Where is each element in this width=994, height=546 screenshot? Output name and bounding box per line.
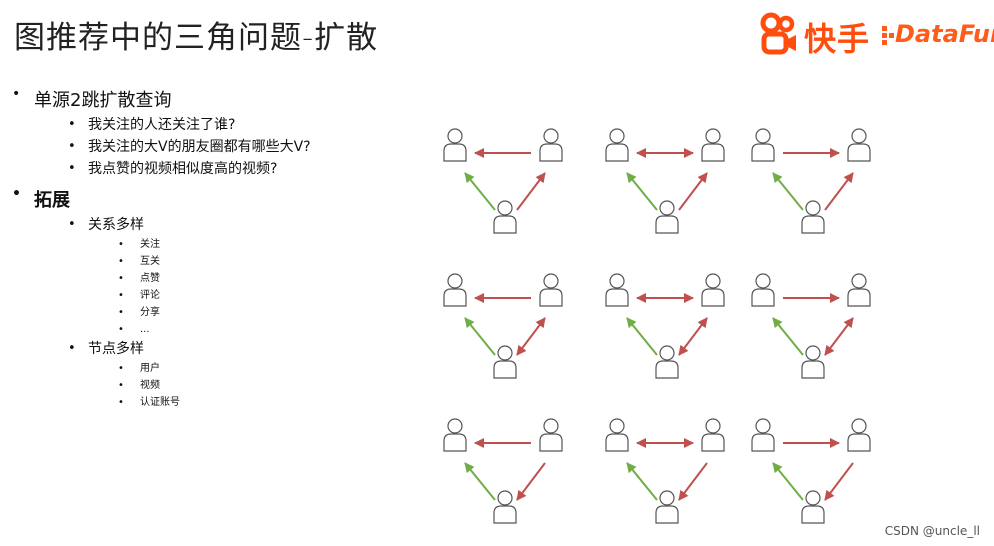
person-icon [847, 273, 871, 307]
outline-item-label: 拓展 [34, 190, 70, 211]
person-icon [751, 418, 775, 452]
relation-arrow [678, 172, 708, 211]
outline-leaf: 评论 [110, 287, 311, 304]
outline-subitem: 关系多样 关注 互关 点赞 评论 分享 ... [54, 214, 311, 338]
relation-arrow [824, 172, 854, 211]
relation-arrow [516, 317, 546, 356]
relation-arrow [824, 462, 854, 501]
triangle-motif [443, 273, 563, 379]
triangle-motif [751, 273, 871, 379]
person-icon [443, 128, 467, 162]
triangle-motif [605, 128, 725, 234]
relation-arrow [464, 317, 496, 356]
outline-leaf: 用户 [110, 360, 311, 377]
triangle-motif [751, 128, 871, 234]
relation-arrow [516, 462, 546, 501]
person-icon [539, 418, 563, 452]
outline-leaf: 关注 [110, 236, 311, 253]
relation-arrow [824, 317, 854, 356]
outline-leaf: 互关 [110, 253, 311, 270]
person-icon [493, 490, 517, 524]
person-icon [443, 273, 467, 307]
relation-arrow [772, 172, 804, 211]
relation-arrow [516, 172, 546, 211]
person-icon [847, 418, 871, 452]
relation-arrow [772, 462, 804, 501]
relation-arrow [626, 462, 658, 501]
triangle-motif [443, 128, 563, 234]
outline-leaf: 视频 [110, 377, 311, 394]
person-icon [539, 128, 563, 162]
outline-item: 单源2跳扩散查询 我关注的人还关注了谁? 我关注的大V的朋友圈都有哪些大V? 我… [10, 86, 311, 180]
outline-item: 拓展 关系多样 关注 互关 点赞 评论 分享 ... 节点多样 [10, 186, 311, 411]
triangle-diagram-grid [443, 128, 871, 524]
logo: 快手 DataFun [758, 12, 994, 58]
triangle-motif [605, 273, 725, 379]
bullet-outline: 单源2跳扩散查询 我关注的人还关注了谁? 我关注的大V的朋友圈都有哪些大V? 我… [10, 84, 311, 411]
kuaishou-logo-icon [760, 12, 796, 55]
person-icon [801, 490, 825, 524]
outline-leaf: 分享 [110, 304, 311, 321]
triangle-motif [605, 418, 725, 524]
outline-leaf: 认证账号 [110, 394, 311, 411]
relation-arrow [464, 172, 496, 211]
relation-arrow [626, 172, 658, 211]
outline-leaf: 点赞 [110, 270, 311, 287]
outline-subitem-label: 节点多样 [88, 341, 144, 357]
outline-subitem: 我点赞的视频相似度高的视频? [54, 158, 311, 180]
relation-arrow [678, 317, 708, 356]
relation-arrow [772, 317, 804, 356]
person-icon [751, 273, 775, 307]
person-icon [655, 490, 679, 524]
person-icon [605, 128, 629, 162]
person-icon [847, 128, 871, 162]
outline-subitem: 节点多样 用户 视频 认证账号 [54, 338, 311, 411]
person-icon [701, 128, 725, 162]
outline-item-label: 单源2跳扩散查询 [34, 90, 172, 111]
outline-subitem: 我关注的人还关注了谁? [54, 114, 311, 136]
person-icon [701, 273, 725, 307]
kuaishou-logo-text: 快手 [804, 20, 871, 58]
datafun-logo-text: DataFun [895, 20, 994, 48]
person-icon [655, 200, 679, 234]
relation-arrow [678, 462, 708, 501]
outline-subitem: 我关注的大V的朋友圈都有哪些大V? [54, 136, 311, 158]
triangle-motif [751, 418, 871, 524]
person-icon [701, 418, 725, 452]
triangle-motif [443, 418, 563, 524]
page-title: 图推荐中的三角问题-扩散 [14, 20, 379, 56]
datafun-logo-icon [882, 26, 894, 45]
person-icon [493, 345, 517, 379]
outline-leaf: ... [110, 321, 311, 338]
watermark: CSDN @uncle_ll [884, 524, 980, 538]
person-icon [801, 345, 825, 379]
person-icon [443, 418, 467, 452]
person-icon [539, 273, 563, 307]
relation-arrow [626, 317, 658, 356]
person-icon [751, 128, 775, 162]
person-icon [493, 200, 517, 234]
outline-subitem-label: 关系多样 [88, 217, 144, 233]
person-icon [605, 418, 629, 452]
person-icon [655, 345, 679, 379]
person-icon [605, 273, 629, 307]
relation-arrow [464, 462, 496, 501]
person-icon [801, 200, 825, 234]
